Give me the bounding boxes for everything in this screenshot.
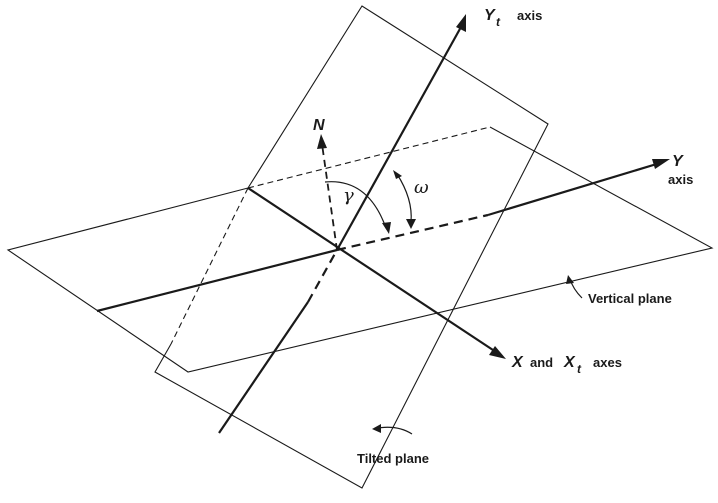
tilted-plane-leader [377, 426, 413, 435]
x-axis-symbol: X [511, 354, 524, 371]
yt-axis-text: axis [517, 8, 542, 23]
tilted-plane [154, 5, 549, 489]
tilted-plane-leader-arrowhead [372, 424, 381, 433]
y-axis-symbol: Y [672, 153, 684, 170]
gamma-arc [324, 181, 387, 229]
omega-label: ω [414, 177, 429, 198]
tilted-plane-label: Tilted plane [357, 451, 429, 466]
x-axis-and: and [530, 355, 553, 370]
y-axis-line-hidden [336, 213, 489, 252]
vertical-plane-hidden-edge [247, 126, 491, 189]
yt-axis-arrowhead [456, 14, 466, 32]
normal-vector-line [321, 143, 338, 251]
normal-label: N [313, 117, 325, 134]
gamma-arc-arrowhead [382, 222, 391, 234]
vertical-plane-outline [6, 126, 714, 373]
y-axis-arrowhead [652, 159, 670, 169]
yt-axis-subscript: t [496, 15, 501, 29]
omega-arc [396, 173, 412, 223]
vertical-plane [6, 126, 714, 373]
vertical-plane-leader-arrowhead [566, 275, 574, 284]
xt-axis-symbol: X [563, 354, 576, 371]
yt-axis-line-hidden [307, 249, 338, 303]
vertical-plane-label: Vertical plane [588, 291, 672, 306]
yt-axis-line-lower [218, 301, 309, 434]
x-axes-text: axes [593, 355, 622, 370]
yt-axis-symbol: Y [484, 7, 496, 24]
y-axis-line-right [487, 161, 661, 217]
normal-vector-arrowhead [317, 134, 327, 149]
omega-arc-arrowhead-top [393, 170, 402, 179]
y-axis-text: axis [668, 172, 693, 187]
yt-axis-line-upper [336, 26, 462, 251]
gamma-label: γ [343, 185, 354, 206]
omega-arc-arrowhead-bottom [406, 219, 416, 229]
x-axis-line [247, 187, 497, 353]
tilted-plane-outline [154, 5, 549, 489]
tilted-plane-hidden-edge [170, 187, 249, 345]
x-axis-arrowhead [489, 346, 506, 359]
y-axis-line-left [96, 248, 338, 313]
xt-axis-subscript: t [577, 362, 582, 376]
